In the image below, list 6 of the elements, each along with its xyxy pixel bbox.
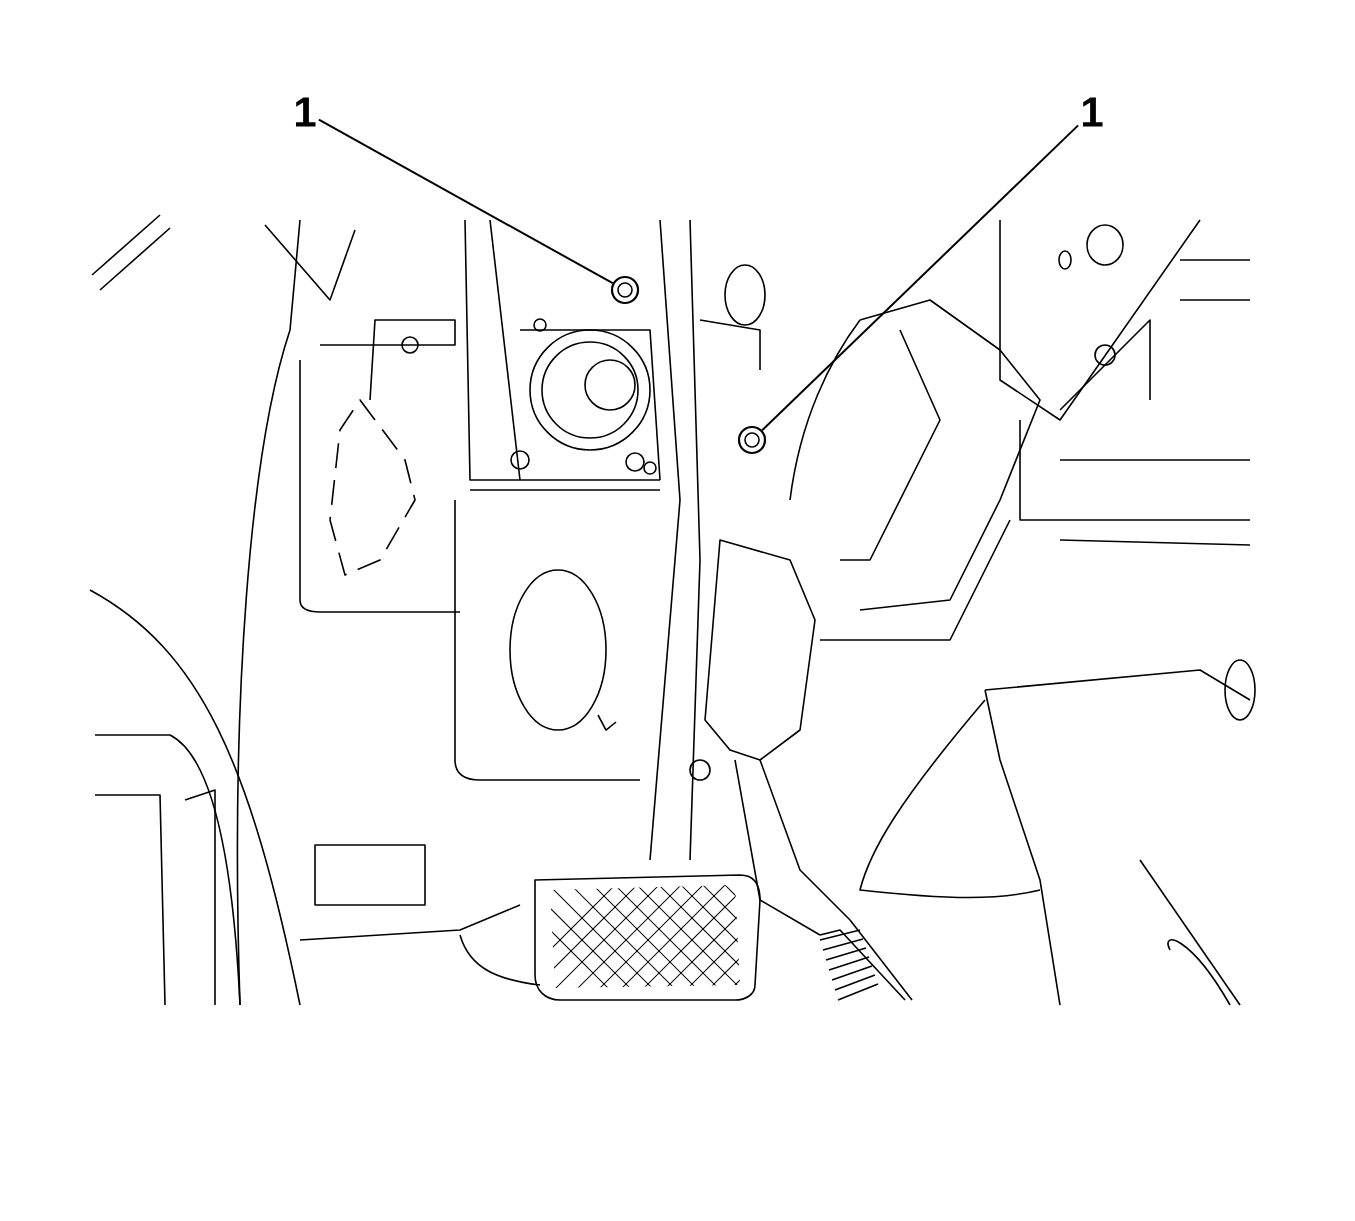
callout-number: 1	[296, 97, 316, 127]
nut	[610, 275, 640, 305]
nut	[737, 425, 767, 455]
leader-line	[761, 124, 1080, 432]
callout-number: 1	[1083, 97, 1103, 127]
leader-line	[317, 118, 614, 285]
